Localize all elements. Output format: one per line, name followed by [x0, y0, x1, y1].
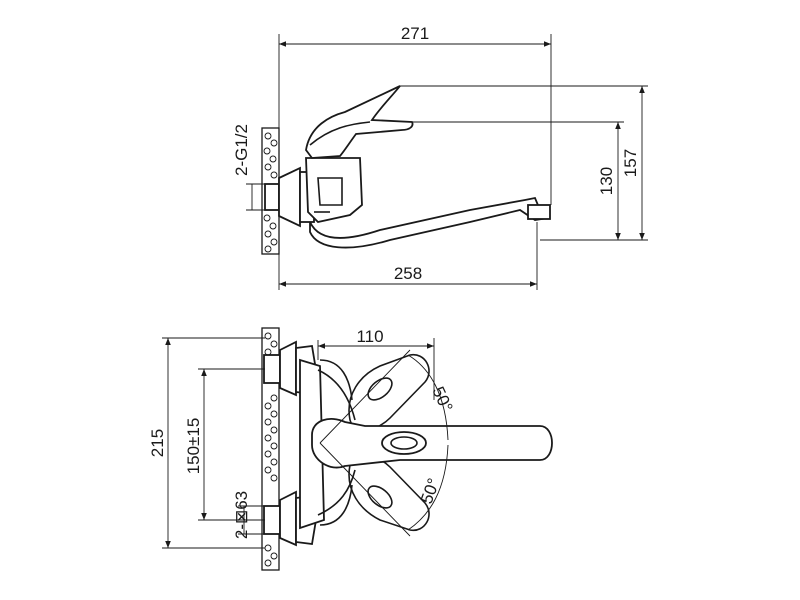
- top-lever-main: [311, 418, 553, 469]
- side-lever: [305, 85, 414, 159]
- dimension-hex: 2-⊠63: [232, 491, 264, 539]
- lever-ghost-lower: [348, 453, 430, 531]
- dim-spout-length-label: 258: [394, 264, 422, 283]
- dimension-271: 271: [278, 24, 552, 205]
- dimension-258: 258: [278, 222, 538, 290]
- dim-height-total-label: 157: [621, 149, 640, 177]
- dim-overall-length-label: 271: [401, 24, 429, 43]
- dim-thread-label: 2-G1/2: [232, 124, 251, 176]
- lever-ghost-upper: [348, 354, 430, 432]
- dim-height-spout-label: 130: [597, 167, 616, 195]
- dim-lever-offset-label: 110: [356, 327, 383, 346]
- side-view: 271 258 157 130 2-G1/2: [232, 24, 648, 290]
- dimension-130: 130: [412, 121, 624, 240]
- dimension-150: 150±15: [184, 368, 265, 521]
- top-view: 50° 50° 110 215 150±15: [148, 327, 553, 571]
- dimension-110: 110: [317, 327, 435, 400]
- dim-width-label: 215: [148, 429, 167, 457]
- dimension-157: 157: [400, 85, 648, 241]
- dimension-thread: 2-G1/2: [232, 124, 265, 211]
- angle-upper-label: 50°: [428, 384, 456, 415]
- side-spout: [309, 196, 551, 249]
- dim-hex-label: 2-⊠63: [232, 491, 251, 539]
- side-faucet-body: [305, 157, 363, 223]
- dim-center-distance-label: 150±15: [184, 418, 203, 475]
- dimension-215: 215: [148, 337, 265, 549]
- angle-lower-label: 50°: [417, 476, 444, 507]
